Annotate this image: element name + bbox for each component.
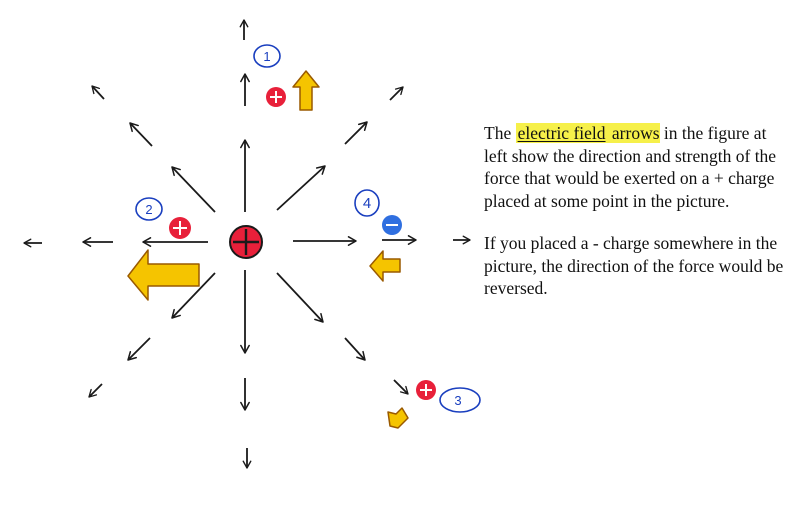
explanation-paragraph-1: The electric field arrows in the figure …	[484, 123, 777, 211]
force-arrow-1-up	[292, 70, 320, 111]
field-arrow-ul-inner	[171, 166, 216, 213]
label-1: 1	[253, 44, 281, 68]
explanation-paragraph-2: If you placed a - charge somewhere in th…	[484, 233, 784, 298]
field-arrow-ur-inner	[276, 165, 326, 211]
svg-text:3: 3	[454, 393, 461, 408]
force-arrow-3-downright	[387, 407, 409, 429]
field-arrow-dr-inner	[276, 272, 324, 323]
field-arrow-dl-middle	[127, 337, 151, 361]
field-arrows-outer	[23, 19, 471, 469]
field-arrow-dl-outer	[88, 383, 103, 398]
test-charge-2-positive	[169, 217, 191, 239]
svg-text:1: 1	[263, 49, 270, 64]
field-arrow-ul-middle	[129, 122, 153, 147]
explanation-text: The electric field arrows in the figure …	[484, 122, 784, 320]
force-arrows	[127, 70, 409, 429]
field-arrow-ul-outer	[91, 85, 105, 100]
field-arrow-dl-inner	[171, 272, 216, 319]
location-labels: 1 2 4 3	[135, 44, 481, 413]
field-arrows-middle	[82, 73, 417, 411]
test-charge-4-negative	[382, 215, 402, 235]
label-4: 4	[354, 189, 380, 217]
test-charge-3-positive	[416, 380, 436, 400]
field-arrows-inner	[142, 139, 357, 354]
field-arrow-dr-middle	[344, 337, 366, 361]
label-3: 3	[439, 387, 481, 413]
source-positive-charge	[229, 225, 263, 259]
force-arrow-4-left	[369, 250, 401, 282]
force-arrow-2-left	[127, 249, 200, 301]
field-arrow-ur-middle	[344, 121, 368, 145]
svg-text:2: 2	[145, 202, 152, 217]
svg-text:4: 4	[363, 195, 371, 212]
label-2: 2	[135, 197, 163, 221]
field-arrow-dr-outer	[393, 379, 409, 395]
test-charge-1-positive	[266, 87, 286, 107]
electric-field-highlight: electric field	[515, 123, 608, 143]
field-arrow-ur-outer	[389, 86, 404, 101]
